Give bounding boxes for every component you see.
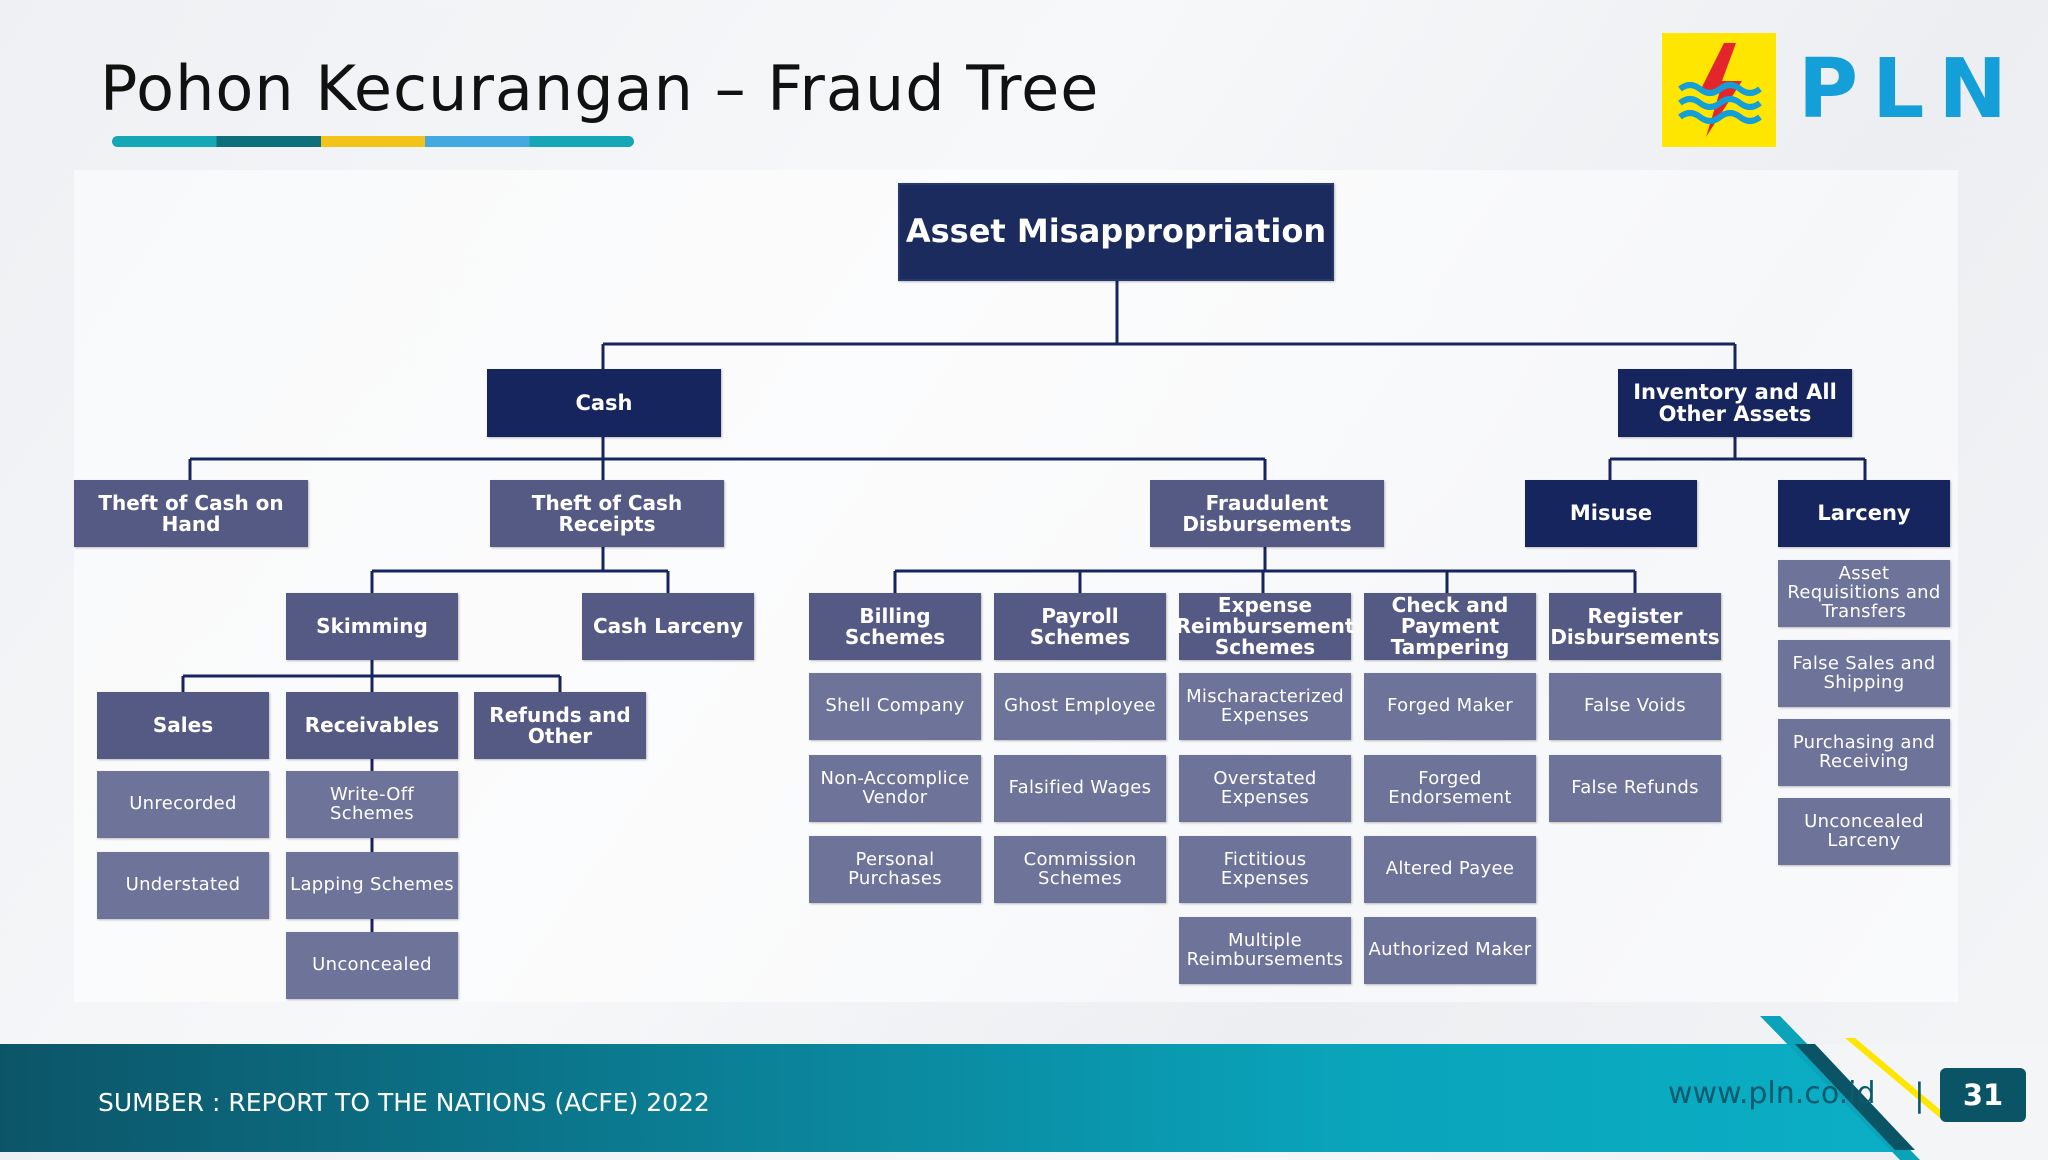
node-check-payment-tampering: Check and Payment Tampering [1364, 593, 1536, 660]
node-fictitious-expenses: Fictitious Expenses [1179, 836, 1351, 903]
node-lapping-schemes: Lapping Schemes [286, 852, 458, 919]
node-unconcealed-larceny: Unconcealed Larceny [1778, 798, 1950, 865]
pln-logo-icon [1662, 33, 1776, 147]
node-cash: Cash [487, 369, 721, 437]
node-multiple-reimbursements: Multiple Reimbursements [1179, 917, 1351, 984]
node-fraudulent-disbursements: Fraudulent Disbursements [1150, 480, 1384, 547]
node-sales: Sales [97, 692, 269, 759]
node-personal-purchases: Personal Purchases [809, 836, 981, 903]
node-commission-schemes: Commission Schemes [994, 836, 1166, 903]
node-asset-misappropriation: Asset Misappropriation [898, 183, 1334, 281]
node-write-off-schemes: Write-Off Schemes [286, 771, 458, 838]
website-link[interactable]: www.pln.co.id [1668, 1076, 1876, 1111]
node-non-accomplice-vendor: Non-Accomplice Vendor [809, 755, 981, 822]
node-shell-company: Shell Company [809, 673, 981, 740]
node-mischaracterized-expenses: Mischaracterized Expenses [1179, 673, 1351, 740]
node-understated: Understated [97, 852, 269, 919]
node-expense-reimbursement: Expense Reimbursement Schemes [1175, 593, 1355, 660]
node-ghost-employee: Ghost Employee [994, 673, 1166, 740]
pln-logo-text: PLN [1798, 42, 2021, 137]
node-billing-schemes: Billing Schemes [809, 593, 981, 660]
node-false-sales-shipping: False Sales and Shipping [1778, 640, 1950, 707]
source-note: SUMBER : REPORT TO THE NATIONS (ACFE) 20… [98, 1088, 710, 1117]
node-unconcealed: Unconcealed [286, 932, 458, 999]
node-forged-endorsement: Forged Endorsement [1364, 755, 1536, 822]
node-payroll-schemes: Payroll Schemes [994, 593, 1166, 660]
node-cash-larceny: Cash Larceny [582, 593, 754, 660]
node-false-refunds: False Refunds [1549, 755, 1721, 822]
node-theft-cash-on-hand: Theft of Cash on Hand [74, 480, 308, 547]
node-theft-cash-receipts: Theft of Cash Receipts [490, 480, 724, 547]
node-authorized-maker: Authorized Maker [1364, 917, 1536, 984]
node-falsified-wages: Falsified Wages [994, 755, 1166, 822]
page-number: 31 [1940, 1068, 2026, 1122]
node-receivables: Receivables [286, 692, 458, 759]
node-register-disbursements: Register Disbursements [1549, 593, 1721, 660]
node-asset-requisitions: Asset Requisitions and Transfers [1778, 560, 1950, 627]
title-underline [112, 136, 634, 147]
slide-title: Pohon Kecurangan – Fraud Tree [100, 52, 1100, 125]
footer-separator: | [1914, 1076, 1925, 1114]
node-purchasing-receiving: Purchasing and Receiving [1778, 719, 1950, 786]
node-refunds-other: Refunds and Other [474, 692, 646, 759]
node-skimming: Skimming [286, 593, 458, 660]
node-forged-maker: Forged Maker [1364, 673, 1536, 740]
node-larceny: Larceny [1778, 480, 1950, 547]
node-misuse: Misuse [1525, 480, 1697, 547]
node-inventory-other-assets: Inventory and All Other Assets [1618, 369, 1852, 437]
node-overstated-expenses: Overstated Expenses [1179, 755, 1351, 822]
node-unrecorded: Unrecorded [97, 771, 269, 838]
node-false-voids: False Voids [1549, 673, 1721, 740]
footer-band [0, 1044, 2048, 1152]
node-altered-payee: Altered Payee [1364, 836, 1536, 903]
